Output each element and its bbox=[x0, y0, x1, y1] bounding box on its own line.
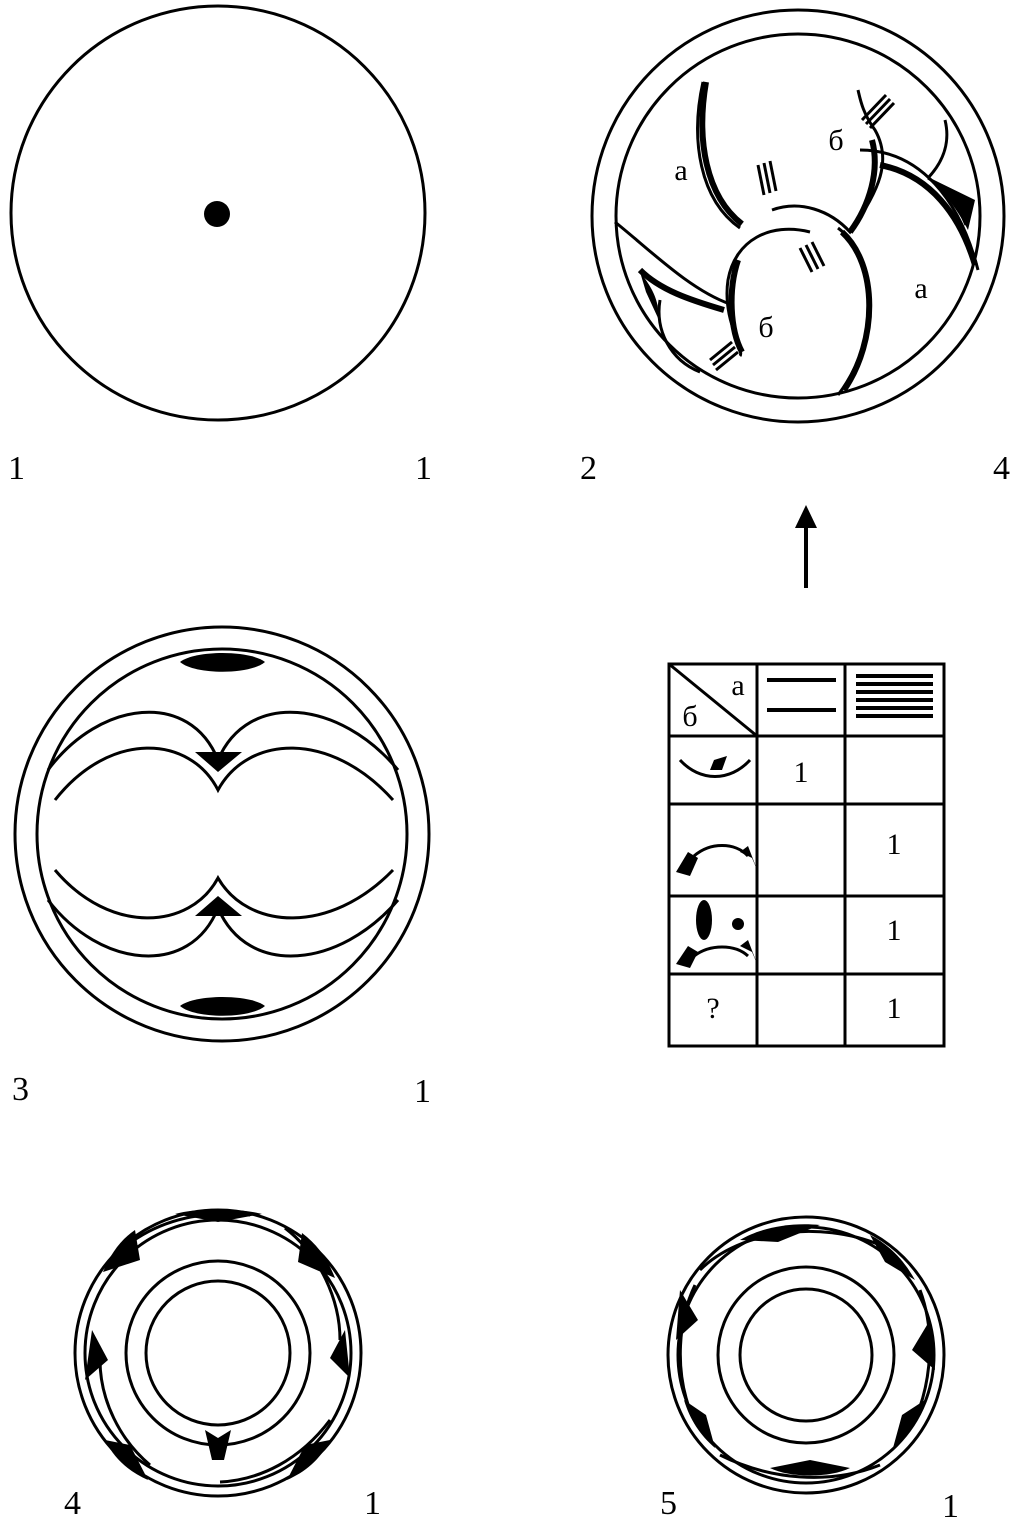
center-dot bbox=[204, 201, 230, 227]
table-cell-r3-c2: 1 bbox=[887, 914, 902, 947]
annotation-b-top: б bbox=[828, 124, 843, 157]
table-cell-r4-c2: 1 bbox=[887, 992, 902, 1025]
annotation-a-right: а bbox=[914, 272, 927, 305]
arc-with-mark-icon bbox=[680, 756, 750, 777]
figure-3-double-lobe-disc bbox=[15, 627, 429, 1041]
two-lines-icon bbox=[767, 680, 836, 710]
annotation-a-left: а bbox=[674, 154, 687, 187]
figure-1-plain-disc bbox=[11, 6, 425, 420]
table-cell-r1-c1: 1 bbox=[794, 756, 809, 789]
table-corner-a: а bbox=[731, 669, 744, 702]
table-cell-r2-c2: 1 bbox=[887, 828, 902, 861]
legend-table: а б ? bbox=[669, 664, 944, 1046]
figure-5-ring-ornament bbox=[668, 1217, 944, 1493]
arc-with-wedges-icon bbox=[676, 846, 758, 877]
table-row-4-question: ? bbox=[706, 992, 719, 1025]
face-motif-icon bbox=[676, 900, 758, 968]
arrow-up-icon bbox=[795, 505, 817, 588]
figure-2-ornament-disc: а а б б bbox=[592, 10, 1004, 422]
many-lines-icon bbox=[856, 676, 933, 716]
annotation-b-bottom: б bbox=[758, 311, 773, 344]
figure-4-ring-ornament bbox=[75, 1210, 361, 1497]
table-corner-b: б bbox=[682, 700, 697, 733]
